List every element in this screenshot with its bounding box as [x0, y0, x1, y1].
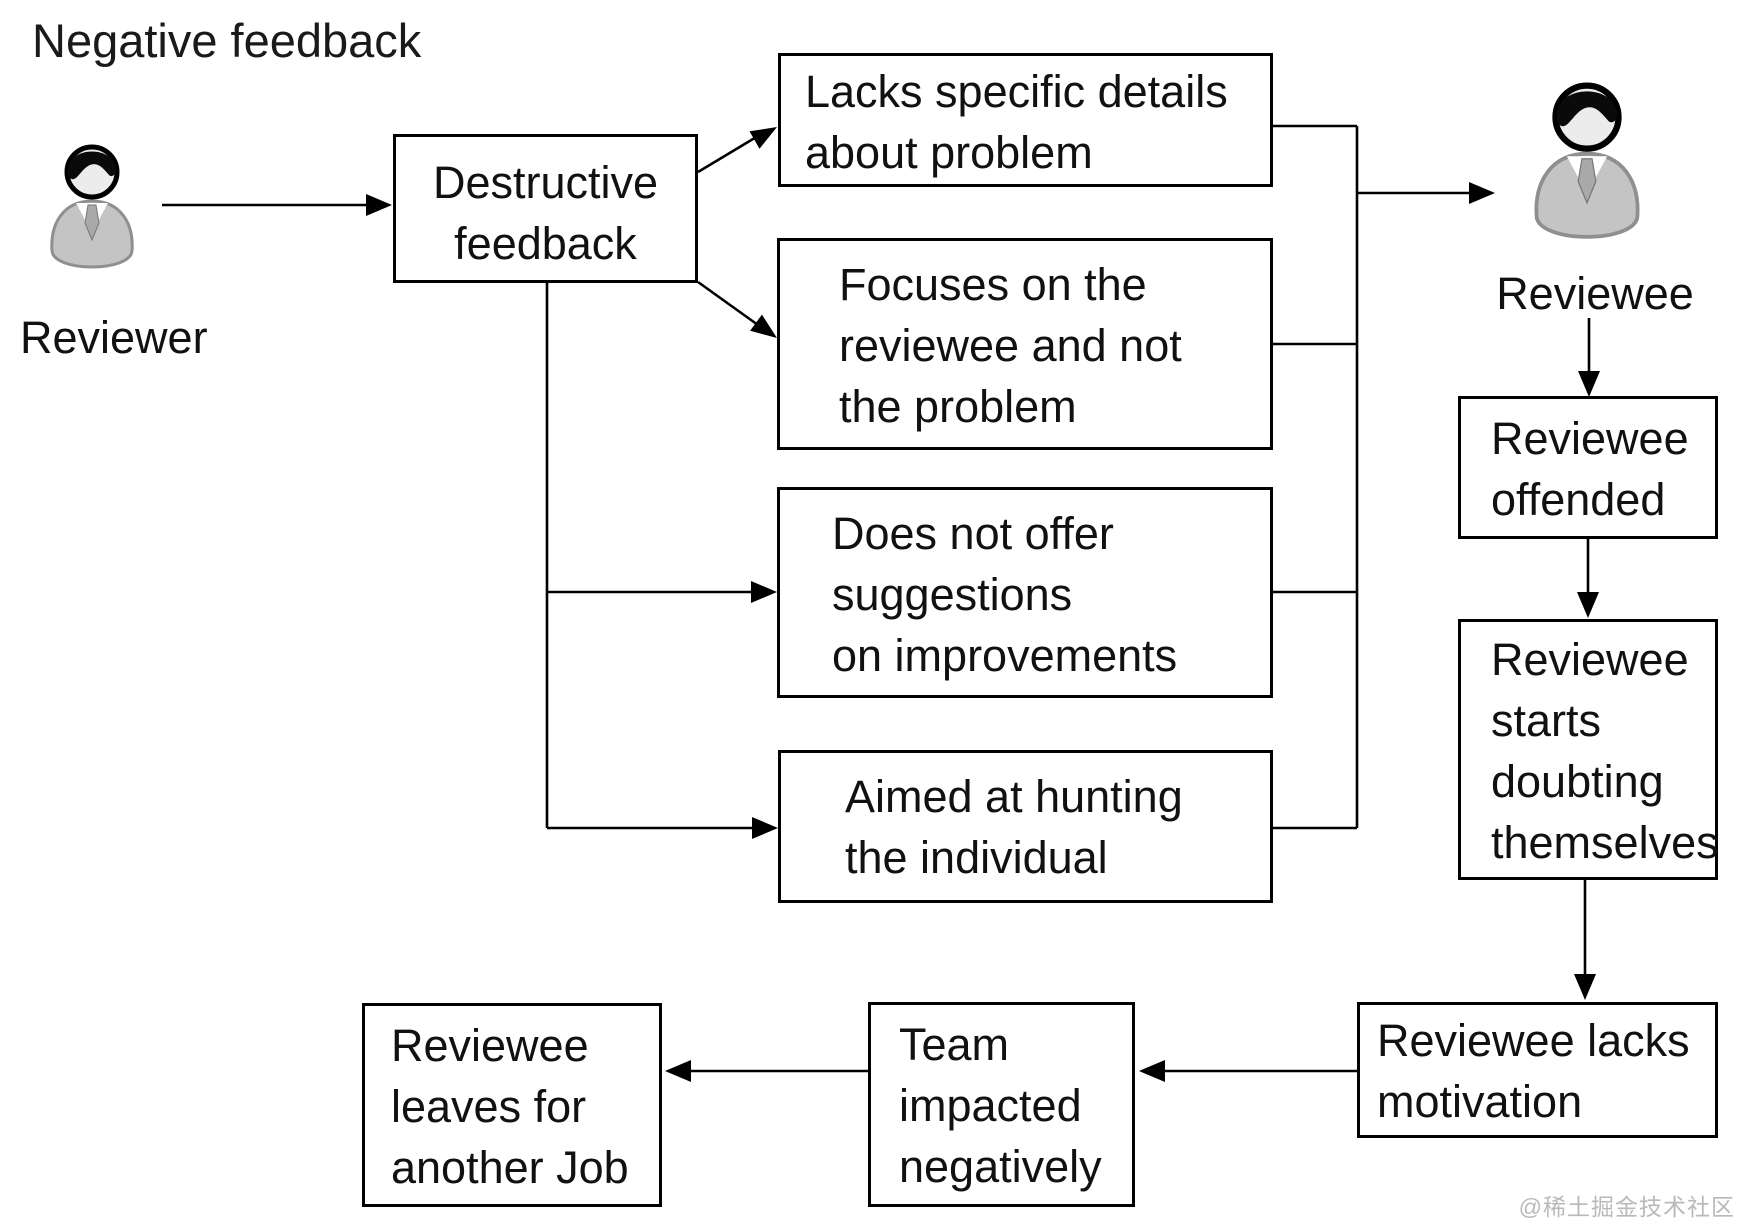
arrow-reviewee-to-offended [1578, 318, 1600, 397]
arrow-lacks-motivation-to-team [1139, 1060, 1357, 1082]
node-reviewee-doubting: Reviewee starts doubting themselves [1458, 619, 1719, 880]
arrow-destructive-to-focuses [697, 280, 777, 338]
reviewee-label: Reviewee [1496, 268, 1694, 319]
reviewer-icon [50, 144, 134, 269]
page-title: Negative feedback [32, 14, 422, 67]
arrow-reviewer-to-destructive [162, 194, 392, 216]
node-reviewee-leaves: Reviewee leaves for another Job [362, 1003, 662, 1207]
destructive-branch-line [545, 283, 778, 839]
arrow-doubting-to-lacks-motivation [1574, 880, 1596, 1000]
node-destructive-feedback: Destructive feedback [393, 134, 698, 283]
arrow-team-to-leaves [665, 1060, 868, 1082]
node-team-impacted: Team impacted negatively [868, 1002, 1135, 1207]
reviewer-label: Reviewer [20, 312, 208, 363]
arrow-offended-to-doubting [1577, 539, 1599, 618]
node-focuses-reviewee: Focuses on the reviewee and not the prob… [777, 238, 1273, 450]
watermark: @稀土掘金技术社区 [1518, 1194, 1735, 1220]
node-lacks-details: Lacks specific details about problem [778, 53, 1273, 187]
node-aimed-hunting: Aimed at hunting the individual [778, 750, 1273, 903]
node-reviewee-lacks-motivation: Reviewee lacks motivation [1357, 1002, 1718, 1138]
bus-line-to-reviewee [1273, 124, 1495, 830]
node-reviewee-offended: Reviewee offended [1458, 396, 1718, 539]
node-no-suggestions: Does not offer suggestions on improvemen… [777, 487, 1273, 698]
arrow-destructive-to-lacks-details [697, 127, 777, 174]
reviewee-icon [1534, 82, 1640, 239]
